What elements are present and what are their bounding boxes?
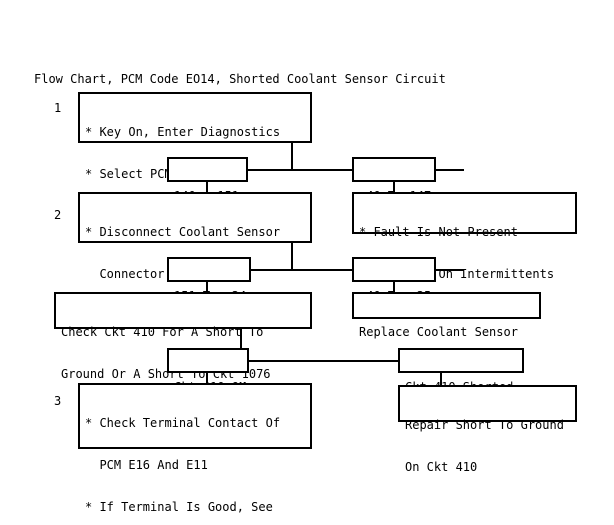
step-number-1: 1 [54, 101, 62, 115]
connector-step1-down [291, 143, 293, 171]
node-step3-line-1: * Check Terminal Contact Of [85, 416, 281, 430]
connector-branch1-right-down [393, 182, 395, 192]
step-number-3: 3 [54, 394, 62, 408]
node-step1: * Key On, Enter Diagnostics * Select PCM… [78, 92, 312, 223]
node-branch1-left: 140 - 151 [167, 157, 248, 203]
node-check-ckt-line-1: Check Ckt 410 For A Short To [61, 325, 264, 339]
connector-check-ckt-down [240, 329, 242, 360]
node-step2-line-2: Connector [85, 267, 165, 281]
connector-branch1-left-down [206, 182, 208, 192]
connector-branch3-right-down [440, 373, 442, 385]
node-branch3-right: Ckt 410 Shorted [398, 348, 524, 394]
node-branch3-left: Ckt 410 OK [167, 348, 249, 394]
connector-branch2-bus [234, 269, 464, 271]
node-branch2-left: 151 To -34 [167, 257, 251, 303]
node-step2: * Disconnect Coolant Sensor Connector * … [78, 192, 312, 323]
node-repair-short-line-2: On Ckt 410 [405, 460, 478, 474]
node-step3-line-3: * If Terminal Is Good, See [85, 500, 273, 514]
node-step3-line-2: PCM E16 And E11 [85, 458, 208, 472]
node-check-ckt-410: Check Ckt 410 For A Short To Ground Or A… [54, 292, 312, 381]
node-step2-line-1: * Disconnect Coolant Sensor [85, 225, 281, 239]
connector-branch2-right-down [393, 282, 395, 292]
node-replace-sensor-line-1: Replace Coolant Sensor [359, 325, 518, 339]
node-branch1-right: -40 To 147 [352, 157, 436, 203]
node-fault-line-1: * Fault Is Not Present [359, 225, 518, 239]
connector-branch1-bus [234, 169, 464, 171]
connector-branch3-left-down [206, 373, 208, 383]
node-repair-short-line-1: Repair Short To Ground [405, 418, 564, 432]
connector-branch3-bus [248, 360, 400, 362]
node-step1-line-1: * Key On, Enter Diagnostics [85, 125, 281, 139]
node-replace-coolant-sensor: Replace Coolant Sensor [352, 292, 541, 339]
step-number-2: 2 [54, 208, 62, 222]
node-repair-short: Repair Short To Ground On Ckt 410 [398, 385, 577, 474]
connector-step2-down [291, 243, 293, 271]
connector-branch2-left-down [206, 282, 208, 292]
node-step3: * Check Terminal Contact Of PCM E16 And … [78, 383, 312, 514]
chart-title: Flow Chart, PCM Code EO14, Shorted Coola… [34, 72, 446, 86]
node-branch2-right: -40 To -35 [352, 257, 436, 303]
node-fault-not-present: * Fault Is Not Present * See Note On Int… [352, 192, 577, 281]
